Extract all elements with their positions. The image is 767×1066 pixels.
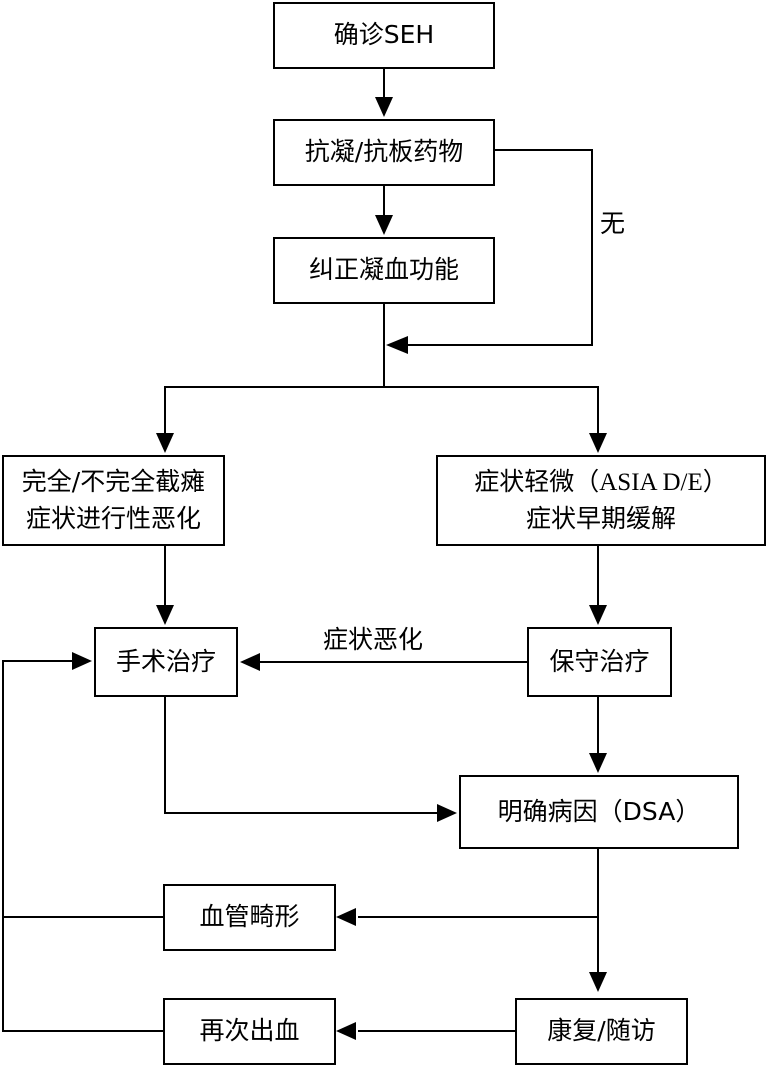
node-mild-line1: 症状轻微（ASIA D/E） xyxy=(474,464,728,501)
node-paralysis-line2: 症状进行性恶化 xyxy=(25,503,201,533)
node-vascular-malformation: 血管畸形 xyxy=(163,884,336,951)
edge-split-left xyxy=(164,386,384,435)
node-conservative: 保守治疗 xyxy=(527,627,672,697)
node-confirm-seh-label: 确诊SEH xyxy=(333,20,435,50)
node-paralysis-line1: 完全/不完全截瘫 xyxy=(21,467,206,497)
arrowhead-left-merge xyxy=(386,336,408,354)
edge-anticoag-none-branch xyxy=(408,149,593,346)
arrowhead-down-etiology xyxy=(589,753,607,773)
arrowhead-down-anticoag xyxy=(375,97,393,117)
node-paralysis-worsening: 完全/不完全截瘫 症状进行性恶化 xyxy=(2,455,225,546)
node-etiology-label: 明确病因（DSA） xyxy=(497,796,701,826)
arrowhead-down-rehab xyxy=(589,972,607,992)
node-correct-coagulation: 纠正凝血功能 xyxy=(273,237,495,304)
arrowhead-right-surgery xyxy=(72,652,92,670)
node-rebleed-label: 再次出血 xyxy=(199,1016,300,1046)
edge-rebleed-to-surgery xyxy=(2,917,163,1032)
arrowhead-left-rebleed xyxy=(336,1022,356,1040)
edge-vascular-to-surgery xyxy=(2,660,163,918)
arrowhead-right-etiology xyxy=(437,804,457,822)
node-etiology-dsa: 明确病因（DSA） xyxy=(459,775,739,849)
node-conservative-label: 保守治疗 xyxy=(549,646,650,676)
node-mild-line1-end: ） xyxy=(702,466,728,496)
arrowhead-down-conservative xyxy=(589,605,607,625)
node-mild-line2: 症状早期缓解 xyxy=(525,504,676,533)
arrowhead-left-vascular xyxy=(336,908,356,926)
node-correct-coagulation-label: 纠正凝血功能 xyxy=(308,255,459,285)
node-mild-line1-cn: 症状轻微（ xyxy=(474,466,600,496)
node-mild-line1-asia: ASIA D/E xyxy=(599,468,703,496)
arrowhead-down-surgery xyxy=(156,605,174,625)
node-rebleed: 再次出血 xyxy=(163,998,336,1065)
node-anticoagulant-drugs-label: 抗凝/抗板药物 xyxy=(304,137,464,167)
arrowhead-left-surgery xyxy=(240,653,260,671)
node-surgery-label: 手术治疗 xyxy=(115,646,216,676)
edge-label-none: 无 xyxy=(600,209,626,238)
edge-surgery-to-etiology xyxy=(164,696,437,814)
node-rehab-followup: 康复/随访 xyxy=(515,998,688,1065)
arrowhead-down-mild xyxy=(589,433,607,453)
node-anticoagulant-drugs: 抗凝/抗板药物 xyxy=(273,119,495,186)
edge-label-worsening: 症状恶化 xyxy=(323,625,424,654)
arrowhead-down-correct xyxy=(375,215,393,235)
node-vascular-label: 血管畸形 xyxy=(199,902,300,932)
arrowhead-down-paralysis xyxy=(156,433,174,453)
edge-split-right xyxy=(384,386,599,435)
node-rehab-label: 康复/随访 xyxy=(547,1016,656,1046)
node-confirm-seh: 确诊SEH xyxy=(273,2,495,69)
node-surgery: 手术治疗 xyxy=(94,627,238,697)
node-mild-symptoms: 症状轻微（ASIA D/E） 症状早期缓解 xyxy=(436,455,766,546)
